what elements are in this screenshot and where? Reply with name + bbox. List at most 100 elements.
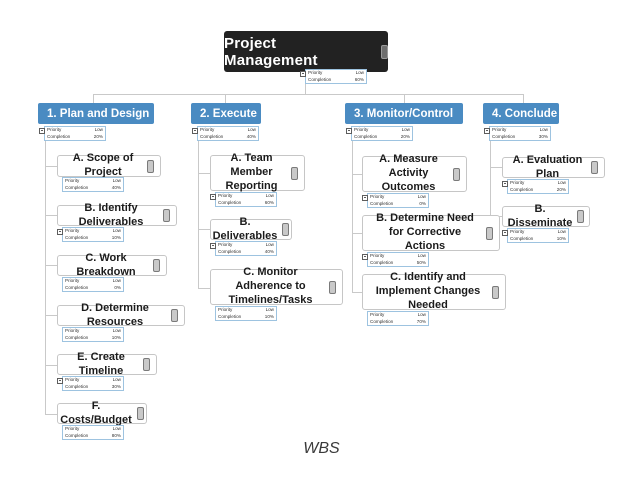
leaf-metadata: Priority Low Completion 40%	[210, 241, 277, 257]
metadata-completion-label: Completion	[510, 235, 534, 241]
note-icon[interactable]	[147, 159, 154, 173]
leaf-node[interactable]: C. Identify and Implement Changes Needed	[362, 271, 506, 311]
note-icon[interactable]	[486, 226, 493, 240]
leaf-metadata: Priority Low Completion 0%	[362, 193, 429, 209]
metadata-priority-label: Priority	[510, 229, 525, 234]
metadata-completion-row: Completion 10%	[65, 235, 121, 242]
column-header-conclude[interactable]: 4. Conclude	[483, 103, 559, 124]
metadata-completion-row: Completion 0%	[65, 285, 121, 292]
note-icon[interactable]	[329, 280, 336, 294]
note-icon[interactable]	[136, 407, 144, 420]
metadata-priority-label: Priority	[510, 180, 525, 185]
column-metadata-execute: Priority Low Completion 40%	[192, 126, 259, 142]
metadata-completion-value: 20%	[556, 186, 566, 192]
root-node[interactable]: Project Management	[224, 31, 388, 72]
note-icon[interactable]	[153, 259, 160, 272]
metadata-priority-label: Priority	[200, 127, 215, 132]
leaf-metadata: Priority Low Completion 10%	[215, 306, 277, 322]
connector-branch-2-1	[198, 173, 210, 174]
metadata-priority-row: Priority Low	[218, 193, 274, 200]
column-header-monitor-control[interactable]: 3. Monitor/Control	[345, 103, 463, 124]
note-icon[interactable]	[143, 358, 150, 371]
metadata-priority-row: Priority Low	[200, 127, 256, 134]
column-header-plan-and-design[interactable]: 1. Plan and Design	[38, 103, 154, 124]
note-icon[interactable]	[291, 166, 298, 180]
leaf-node-label: F. Costs/Budget	[60, 399, 132, 426]
metadata-completion-value: 40%	[111, 184, 121, 190]
metadata-priority-label: Priority	[370, 194, 385, 199]
note-icon[interactable]	[282, 223, 290, 236]
metadata-priority-row: Priority Low	[65, 426, 121, 433]
metadata-priority-row: Priority Low	[65, 178, 121, 185]
leaf-node[interactable]: E. Create Timeline	[57, 351, 157, 377]
metadata-priority-value: Low	[401, 127, 410, 132]
metadata-completion-label: Completion	[370, 200, 394, 206]
metadata-completion-value: 10%	[556, 235, 566, 241]
root-metadata: Priority Low Completion 60%	[300, 69, 367, 85]
metadata-completion-value: 40%	[264, 248, 274, 254]
leaf-node[interactable]: B. Determine Need for Corrective Actions	[362, 212, 500, 252]
metadata-completion-row: Completion 40%	[218, 249, 274, 256]
metadata-priority-label: Priority	[65, 178, 80, 183]
leaf-node[interactable]: F. Costs/Budget	[57, 400, 147, 426]
metadata-priority-value: Low	[247, 127, 256, 132]
metadata-priority-row: Priority Low	[218, 242, 274, 249]
column-header-label: 3. Monitor/Control	[354, 107, 454, 120]
metadata-priority-row: Priority Low	[354, 127, 410, 134]
note-icon[interactable]	[163, 209, 170, 222]
note-icon[interactable]	[492, 285, 499, 299]
metadata-priority-value: Low	[112, 178, 121, 183]
leaf-node[interactable]: B. Deliverables	[210, 216, 292, 242]
note-icon[interactable]	[453, 167, 460, 181]
metadata-priority-label: Priority	[370, 312, 385, 317]
metadata-completion-label: Completion	[510, 186, 534, 192]
metadata-completion-label: Completion	[218, 248, 242, 254]
connector-drop-col-1	[93, 94, 94, 104]
metadata-completion-value: 40%	[246, 133, 256, 139]
leaf-node[interactable]: B. Disseminate	[502, 203, 590, 229]
root-node-label: Project Management	[224, 34, 318, 69]
metadata-completion-label: Completion	[370, 259, 394, 265]
leaf-node[interactable]: A. Evaluation Plan	[502, 154, 605, 180]
metadata-completion-value: 0%	[114, 284, 121, 290]
leaf-node-label: A. Measure Activity Outcomes	[379, 153, 438, 193]
metadata-completion-label: Completion	[308, 76, 332, 82]
leaf-metadata: Priority Low Completion 50%	[362, 252, 429, 268]
metadata-priority-label: Priority	[65, 278, 80, 283]
leaf-node[interactable]: D. Determine Resources	[57, 302, 185, 328]
connector-spine-col-1	[45, 128, 46, 415]
column-metadata-conclude: Priority Low Completion 30%	[484, 126, 551, 142]
leaf-node[interactable]: C. Monitor Adherence to Timelines/Tasks	[210, 266, 343, 306]
leaf-node[interactable]: A. Scope of Project	[57, 152, 161, 178]
note-icon[interactable]	[577, 210, 585, 223]
connector-branch-2-2	[198, 229, 210, 230]
metadata-priority-value: Low	[112, 278, 121, 283]
metadata-completion-value: 30%	[538, 133, 548, 139]
leaf-node[interactable]: A. Team Member Reporting	[210, 152, 305, 192]
leaf-node-label: C. Identify and Implement Changes Needed	[375, 271, 481, 311]
metadata-completion-row: Completion 10%	[65, 335, 121, 342]
leaf-node[interactable]: B. Identify Deliverables	[57, 202, 177, 228]
metadata-priority-value: Low	[417, 312, 426, 317]
metadata-completion-value: 20%	[400, 133, 410, 139]
metadata-completion-label: Completion	[65, 234, 89, 240]
metadata-priority-label: Priority	[218, 242, 233, 247]
metadata-priority-value: Low	[94, 127, 103, 132]
leaf-metadata: Priority Low Completion 20%	[502, 179, 569, 195]
metadata-priority-row: Priority Low	[65, 377, 121, 384]
note-icon[interactable]	[381, 44, 388, 59]
connector-spine-col-3	[352, 128, 353, 293]
column-header-execute[interactable]: 2. Execute	[191, 103, 261, 124]
metadata-completion-value: 60%	[354, 76, 364, 82]
leaf-node[interactable]: C. Work Breakdown	[57, 252, 167, 278]
metadata-priority-label: Priority	[218, 193, 233, 198]
metadata-priority-row: Priority Low	[510, 180, 566, 187]
leaf-metadata: Priority Low Completion 40%	[62, 177, 124, 193]
leaf-node[interactable]: A. Measure Activity Outcomes	[362, 153, 467, 193]
note-icon[interactable]	[591, 161, 598, 174]
note-icon[interactable]	[171, 309, 178, 322]
leaf-metadata: Priority Low Completion 70%	[367, 311, 429, 327]
metadata-completion-row: Completion 0%	[370, 201, 426, 208]
metadata-completion-label: Completion	[65, 432, 89, 438]
